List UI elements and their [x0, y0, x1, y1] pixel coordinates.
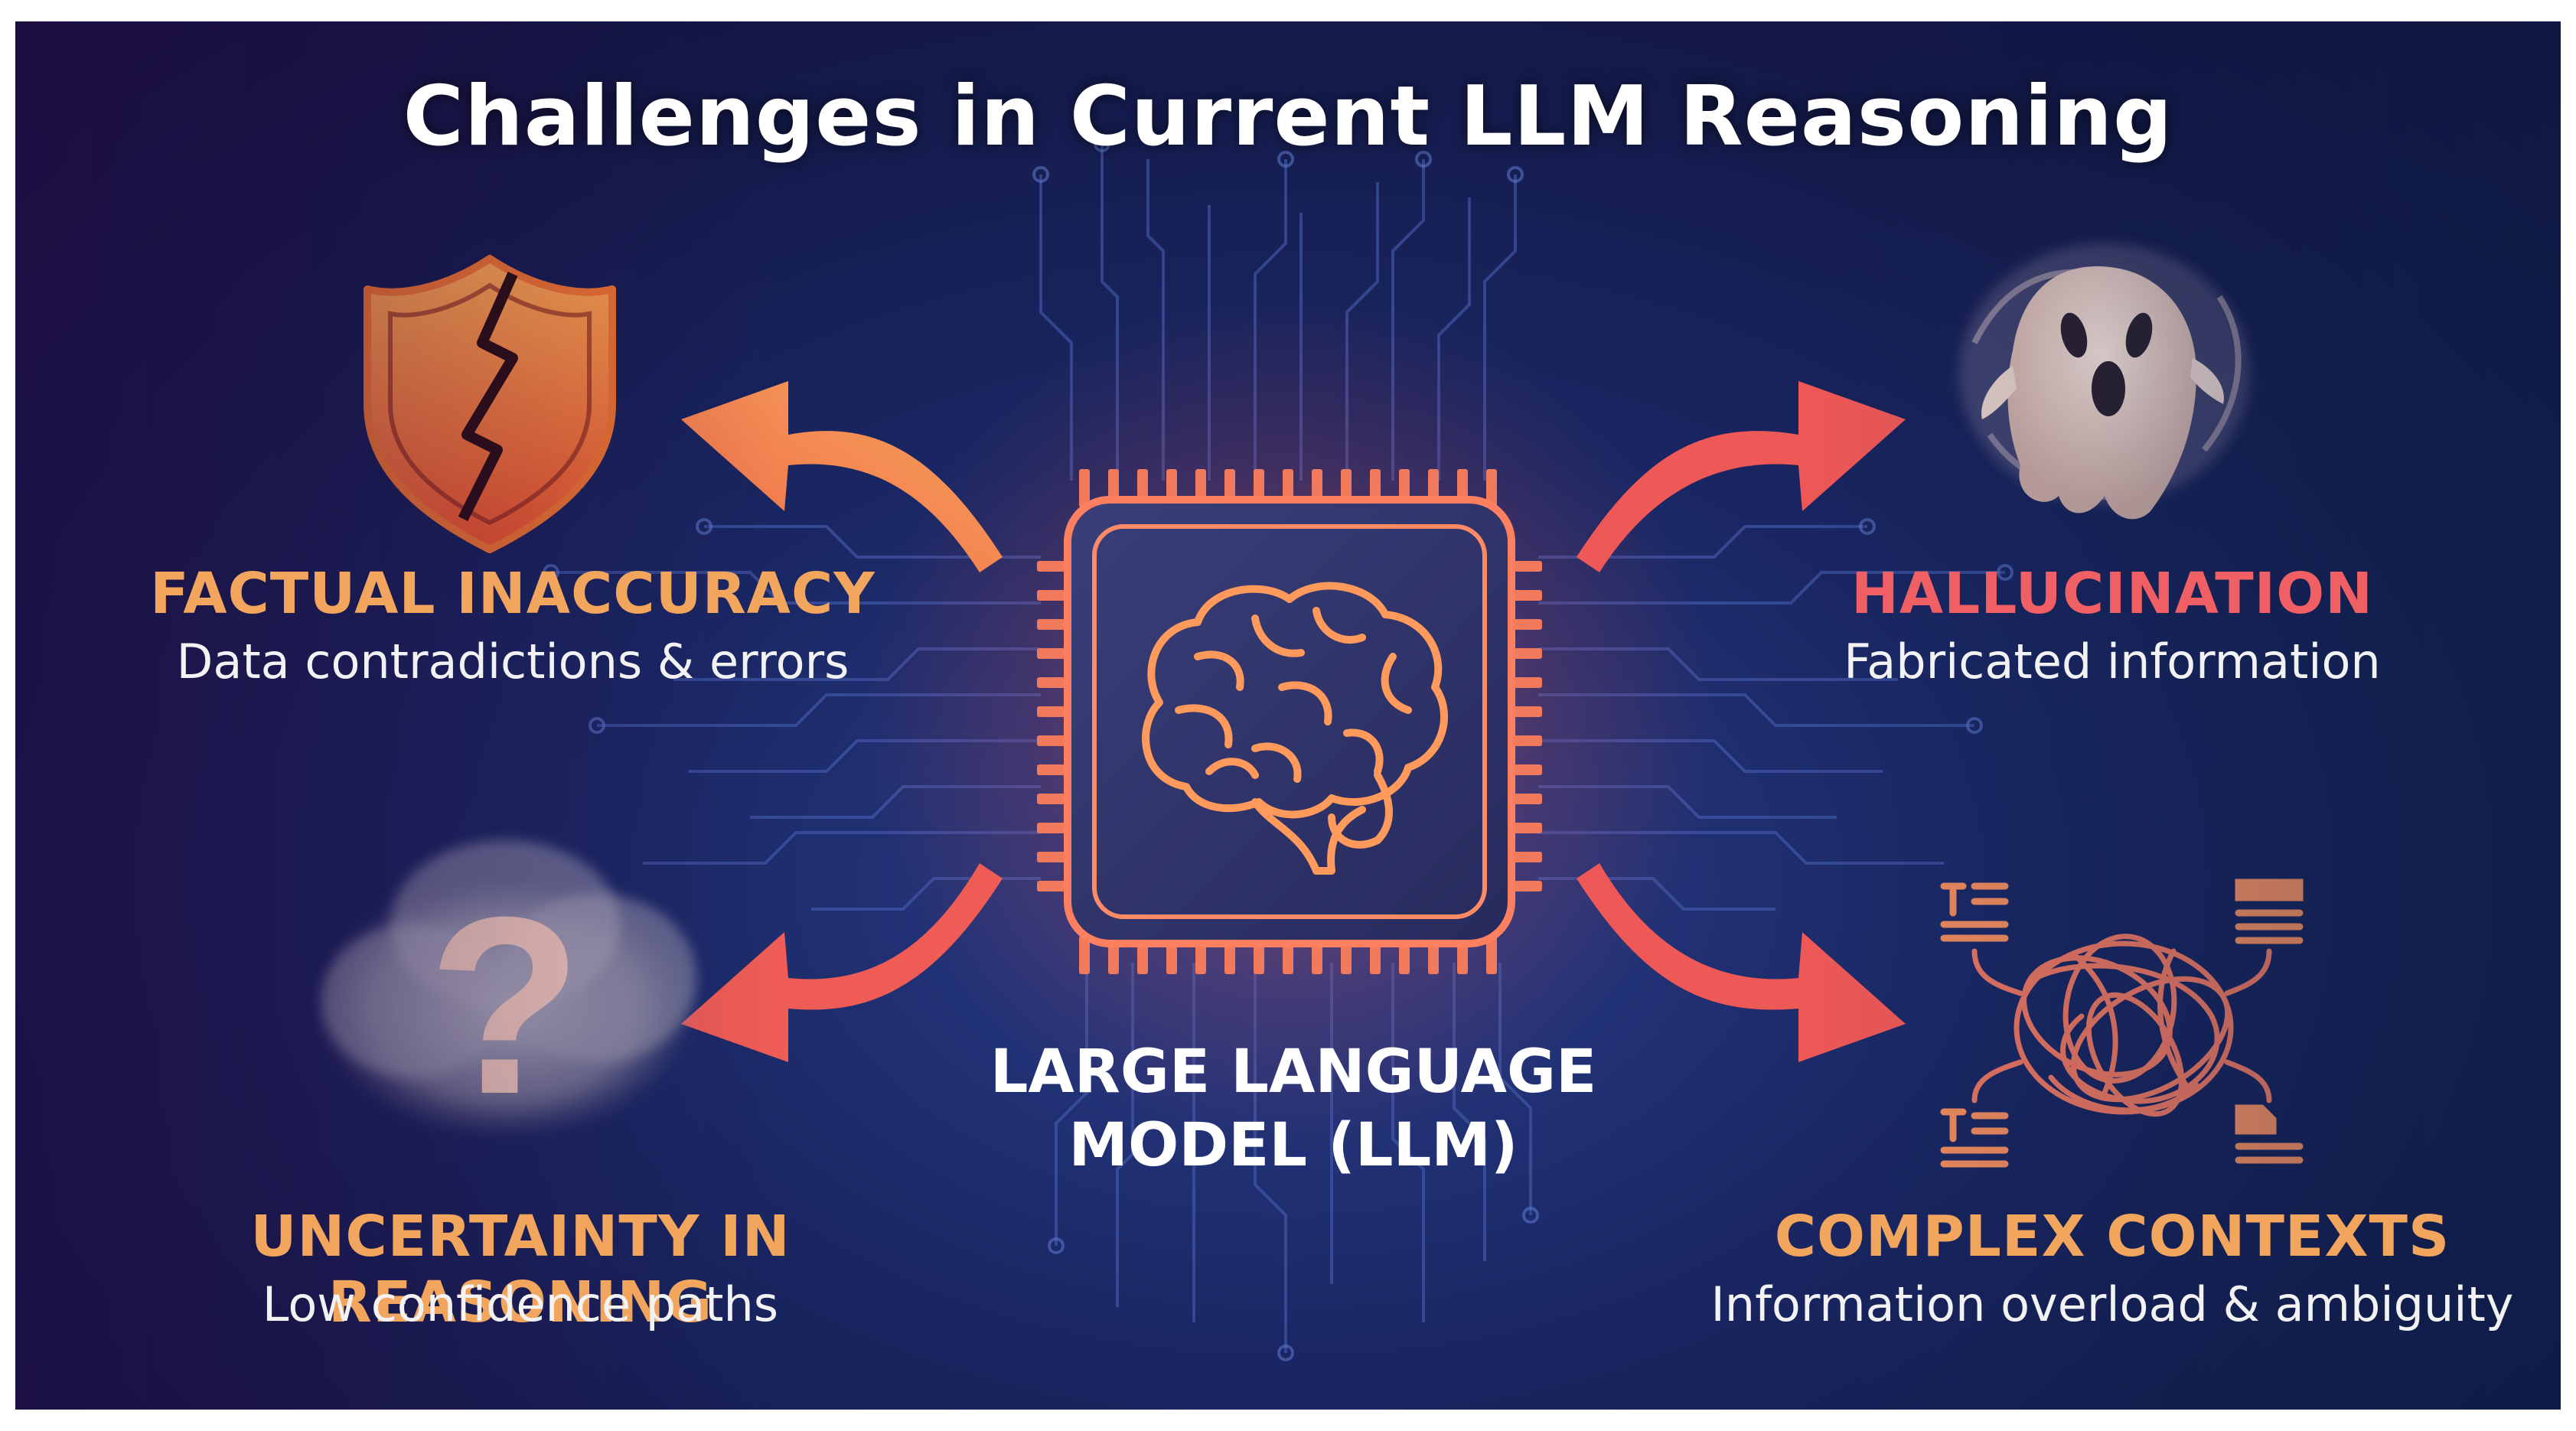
diagram-panel: ? — [15, 21, 2561, 1410]
broken-shield-icon — [364, 255, 616, 553]
challenge-description-uncertainty: Low confidence paths — [262, 1276, 779, 1332]
document-icon-bottom-left — [1940, 1108, 2009, 1168]
diagram-artwork: ? — [314, 135, 2304, 1361]
challenge-description-complex-contexts: Information overload & ambiguity — [1710, 1276, 2514, 1332]
ghost-icon — [1959, 243, 2250, 520]
svg-text:?: ? — [428, 864, 582, 1146]
challenge-description-hallucination: Fabricated information — [1844, 634, 2381, 689]
arrow-uncertainty — [681, 863, 1003, 1062]
center-label-llm: LARGE LANGUAGE MODEL (LLM) — [911, 1035, 1676, 1182]
document-icon-top-left — [1940, 882, 2009, 942]
challenge-title-hallucination: HALLUCINATION — [1850, 561, 2374, 627]
tangled-documents-icon — [1940, 878, 2304, 1168]
arrow-hallucination — [1577, 381, 1906, 572]
challenge-title-complex-contexts: COMPLEX CONTEXTS — [1774, 1204, 2450, 1270]
center-label-line2: MODEL (LLM) — [1068, 1111, 1518, 1180]
challenge-title-uncertainty: UNCERTAINTY IN REASONING — [250, 1204, 791, 1335]
challenge-description-factual-inaccuracy: Data contradictions & errors — [176, 634, 849, 689]
arrow-factual — [681, 381, 1003, 572]
center-label-line1: LARGE LANGUAGE — [990, 1038, 1597, 1107]
circuit-nodes — [543, 135, 2014, 1361]
page-title: Challenges in Current LLM Reasoning — [403, 69, 2173, 165]
question-cloud-icon: ? — [314, 840, 696, 1146]
challenge-title-factual-inaccuracy: FACTUAL INACCURACY — [150, 561, 876, 627]
brain-icon — [1142, 582, 1449, 875]
document-icon-bottom-right — [2235, 1104, 2304, 1164]
arrow-complex — [1577, 863, 1906, 1062]
document-icon-top-right — [2235, 878, 2304, 944]
chip-body — [1064, 496, 1515, 947]
